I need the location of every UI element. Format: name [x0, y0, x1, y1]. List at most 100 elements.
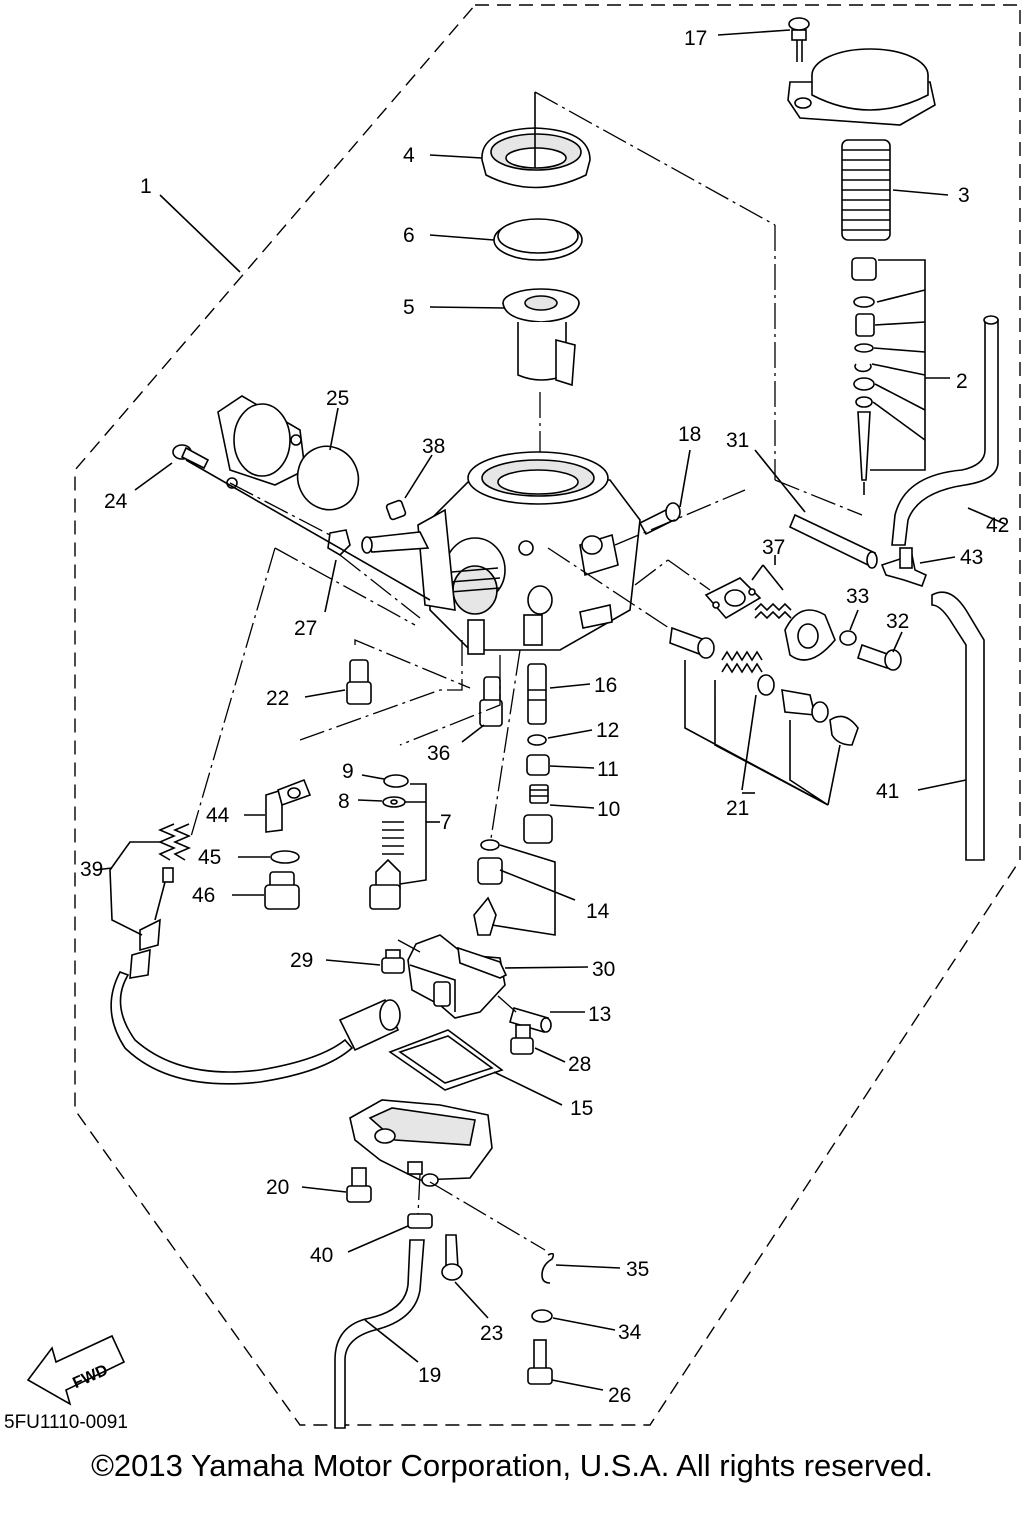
- callout-20: 20: [266, 1176, 289, 1199]
- callout-22: 22: [266, 687, 289, 710]
- callout-17: 17: [684, 27, 707, 50]
- washer-34: [531, 1309, 553, 1323]
- callout-29: 29: [290, 949, 313, 972]
- callout-37: 37: [762, 536, 785, 559]
- screw-29: [381, 949, 405, 974]
- jet-needle-set: [851, 257, 877, 495]
- screw-18: [638, 502, 681, 536]
- callout-41: 41: [876, 780, 899, 803]
- cover-37: [704, 577, 762, 620]
- callout-6: 6: [403, 224, 415, 247]
- callout-21: 21: [726, 797, 749, 820]
- o-ring-12: [527, 734, 547, 746]
- callout-40: 40: [310, 1244, 333, 1267]
- callout-18: 18: [678, 423, 701, 446]
- joint-43: [880, 547, 928, 588]
- callout-5: 5: [403, 296, 415, 319]
- callout-3: 3: [958, 184, 970, 207]
- drain-screw-23: [441, 1234, 463, 1281]
- callout-23: 23: [480, 1322, 503, 1345]
- copyright-notice: ©2013 Yamaha Motor Corporation, U.S.A. A…: [91, 1448, 933, 1483]
- plunger-37: [784, 609, 836, 661]
- callout-43: 43: [960, 546, 983, 569]
- throttle-spring: [841, 139, 891, 241]
- needle-valve-14: [473, 839, 503, 936]
- callout-28: 28: [568, 1053, 591, 1076]
- callout-4: 4: [403, 144, 415, 167]
- callout-33: 33: [846, 585, 869, 608]
- jet-holder-11: [526, 754, 550, 776]
- callout-1: 1: [140, 175, 152, 198]
- screw-20: [346, 1167, 372, 1203]
- screw-26: [527, 1339, 553, 1385]
- throttle-cable-39: [110, 823, 401, 1085]
- callout-25: 25: [326, 387, 349, 410]
- needle-jet-16: [527, 663, 547, 725]
- callout-13: 13: [588, 1003, 611, 1026]
- washer-33: [839, 630, 857, 646]
- callout-44: 44: [206, 804, 230, 827]
- callout-12: 12: [596, 719, 619, 742]
- assembly-boundary: [74, 4, 1021, 1426]
- clamp-40: [407, 1213, 433, 1229]
- callout-32: 32: [886, 610, 909, 633]
- o-ring-9: [383, 774, 409, 788]
- diagram-code: 5FU1110-0091: [4, 1412, 128, 1433]
- callout-42: 42: [986, 514, 1009, 537]
- callout-14: 14: [586, 900, 610, 923]
- callout-39: 39: [80, 858, 103, 881]
- callout-9: 9: [342, 760, 354, 783]
- drain-hose-19: [334, 1239, 425, 1429]
- washer-45: [270, 850, 300, 864]
- carburetor-body: [361, 451, 641, 655]
- bolt-24: [172, 444, 210, 470]
- vent-hose-42: [891, 315, 999, 546]
- callout-10: 10: [597, 798, 620, 821]
- washer-8: [382, 796, 406, 808]
- insulator-gasket: [217, 395, 306, 489]
- callout-26: 26: [608, 1384, 631, 1407]
- piston-valve-5: [502, 288, 580, 387]
- spring-37: [754, 602, 792, 620]
- nut-27: [327, 529, 351, 557]
- hose-41: [931, 591, 985, 861]
- callout-45: 45: [198, 846, 221, 869]
- float-pin-13: [509, 1007, 552, 1033]
- pilot-jet-36: [479, 676, 503, 727]
- callout-27: 27: [294, 617, 317, 640]
- fwd-arrow-icon: FWD: [26, 1334, 126, 1406]
- callout-2: 2: [956, 370, 968, 393]
- callout-35: 35: [626, 1258, 649, 1281]
- callout-31: 31: [726, 429, 749, 452]
- carburetor-top-cover: [787, 48, 936, 126]
- callout-16: 16: [594, 674, 617, 697]
- callout-38: 38: [422, 435, 445, 458]
- callout-34: 34: [618, 1321, 642, 1344]
- float-30: [407, 934, 508, 1019]
- callout-30: 30: [592, 958, 615, 981]
- washer-cylinder: [523, 814, 553, 844]
- callout-46: 46: [192, 884, 215, 907]
- callout-7: 7: [440, 811, 452, 834]
- o-ring-6: [493, 218, 583, 261]
- diaphragm-4: [481, 127, 591, 189]
- callout-15: 15: [570, 1097, 593, 1120]
- callout-19: 19: [418, 1364, 441, 1387]
- callout-11: 11: [597, 758, 619, 781]
- screw-28: [510, 1024, 534, 1055]
- float-chamber: [349, 1099, 493, 1187]
- screw-32: [857, 643, 902, 671]
- bracket-44: [265, 778, 312, 833]
- callout-labels: 1 2 3 4 5 6 7 8 9 10 11 12 13 14 15 16 1…: [80, 27, 1009, 1407]
- collar-38: [385, 499, 407, 521]
- gasket-15: [388, 1029, 504, 1091]
- main-jet-22: [346, 659, 372, 705]
- starter-plunger-7: [369, 821, 404, 910]
- clip-35: [541, 1252, 555, 1284]
- callout-36: 36: [427, 742, 450, 765]
- screw-17: [788, 17, 810, 62]
- shaft-31: [788, 513, 878, 569]
- pilot-screw-set-21: [669, 626, 859, 746]
- callout-24: 24: [104, 490, 128, 513]
